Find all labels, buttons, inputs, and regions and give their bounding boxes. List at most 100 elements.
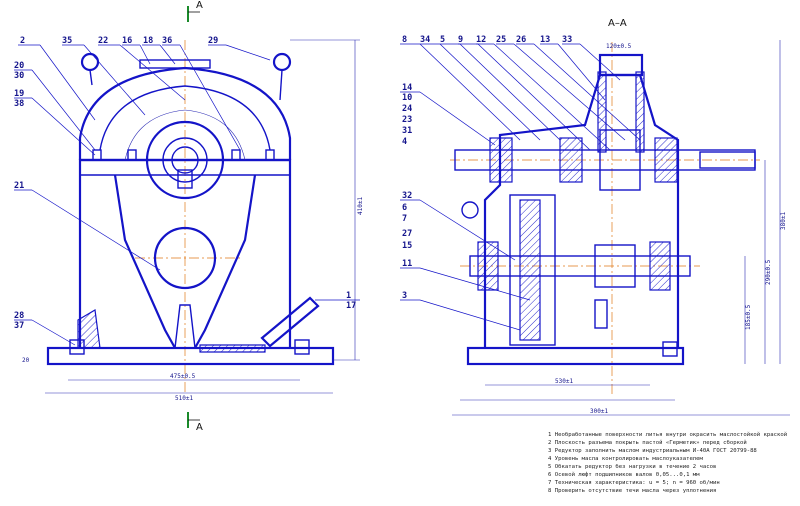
side-label-20: 11 [402,259,412,269]
side-label-1: 34 [420,35,430,45]
front-dim-1: 510±1 [175,395,193,402]
front-label-2: 22 [98,36,108,46]
side-top-cover [598,53,644,77]
lifting-eye-right-stem [279,69,283,101]
note-6: 7 Техническая характеристика: u = 5; n =… [548,479,720,486]
technical-notes: 1 Необработанные поверхности литья внутр… [548,431,787,494]
lifting-eye-right [272,52,292,72]
note-3: 4 Уровень масла контролировать маслоуказ… [548,456,704,462]
front-dim-0: 475±0.5 [170,373,196,380]
side-drain-slot [594,299,608,329]
side-foot-bolt [662,341,678,357]
pinion-block [599,129,641,191]
front-shaft-bore [171,146,199,174]
side-label-14: 4 [402,137,407,147]
side-label-2: 5 [440,35,445,45]
side-label-4: 12 [476,35,486,45]
front-keyway [177,169,193,189]
output-bearing-right [649,241,671,291]
side-label-11: 24 [402,104,412,114]
side-label-19: 15 [402,241,412,251]
note-0: 1 Необработанные поверхности литья внутр… [548,431,787,438]
front-label-8: 30 [14,71,24,81]
side-label-15: 32 [402,191,412,201]
front-label-9: 19 [14,89,24,99]
side-housing-outline [483,73,680,348]
inspection-cover [139,59,211,69]
front-label-12: 1 [346,291,351,301]
front-label-0: 2 [20,36,25,46]
side-label-10: 10 [402,93,412,103]
front-wheel-rim [124,109,246,161]
front-cover-inner [99,85,271,151]
section-mark-top: А [196,0,203,11]
flange-bolts [92,149,275,161]
side-section-view: А–А [400,18,790,416]
section-mark-bottom: А [196,422,203,433]
side-label-0: 8 [402,35,407,45]
front-dim-2: 410±1 [357,197,364,215]
front-bearing-boss-inner [162,137,208,183]
lifting-eye-left-stem [89,69,93,86]
front-label-7: 20 [14,61,24,71]
note-4: 5 Обкатать редуктор без нагрузки в течен… [548,463,716,470]
side-label-17: 7 [402,214,407,224]
side-label-16: 6 [402,203,407,213]
front-label-1: 35 [62,36,72,46]
side-label-9: 14 [402,83,412,93]
side-base-plate [466,346,685,366]
side-label-3: 9 [458,35,463,45]
note-1: 2 Плоскость разъема покрыть пастой «Герм… [548,439,747,446]
side-label-21: 3 [402,291,407,301]
side-dim-2: 380±1 [780,212,787,230]
foundation-bolt-right [294,339,310,355]
side-label-7: 13 [540,35,550,45]
input-shaft-end [699,151,756,169]
side-label-13: 31 [402,126,412,136]
side-leaders [400,43,641,331]
front-lower-boss [153,226,217,290]
side-label-8: 33 [562,35,572,45]
input-bearing-left [489,137,513,183]
output-gear-hub [594,244,636,288]
side-dim-3: 530±1 [555,378,573,385]
front-label-4: 18 [143,36,153,46]
side-plug [461,201,479,219]
note-5: 6 Осевой люфт подшипников валов 0,05...0… [548,472,700,478]
front-leaders [14,44,360,346]
front-base-plate [46,346,335,366]
front-dim-3: 20 [22,357,30,364]
front-label-14: 28 [14,311,24,321]
side-dim-1: 185±0.5 [745,304,752,330]
front-label-3: 16 [122,36,132,46]
side-dim-4: 290±0.5 [765,259,772,285]
side-label-12: 23 [402,115,412,125]
front-label-10: 38 [14,99,24,109]
front-oil-sump [199,344,266,353]
input-bearing-mid [559,137,583,183]
lower-gear-body [509,194,556,346]
lower-gear-hatch [519,199,541,341]
front-rib-right [194,174,257,349]
view-title: А–А [608,18,627,29]
front-view: А А [14,0,364,433]
output-shaft [469,255,691,277]
front-bearing-boss-outer [145,120,225,200]
front-rib-center [174,304,196,349]
side-gear-hatch-left [597,71,607,153]
note-2: 3 Редуктор заполнить маслом индустриальн… [548,448,757,454]
side-label-18: 27 [402,229,412,239]
front-label-6: 29 [208,36,218,46]
lifting-eye-left [80,52,100,72]
side-label-6: 26 [516,35,526,45]
side-dim-0: 120±0.5 [606,43,632,50]
front-hatched-foot [77,309,101,349]
side-dim-5: 300±1 [590,408,608,415]
side-label-5: 25 [496,35,506,45]
input-bearing-right [654,137,678,183]
front-label-13: 17 [346,301,356,311]
front-label-11: 21 [14,181,24,191]
oil-gauge [260,296,320,348]
note-7: 8 Проверить отсутствие течи масла через … [548,488,716,494]
front-label-15: 37 [14,321,24,331]
